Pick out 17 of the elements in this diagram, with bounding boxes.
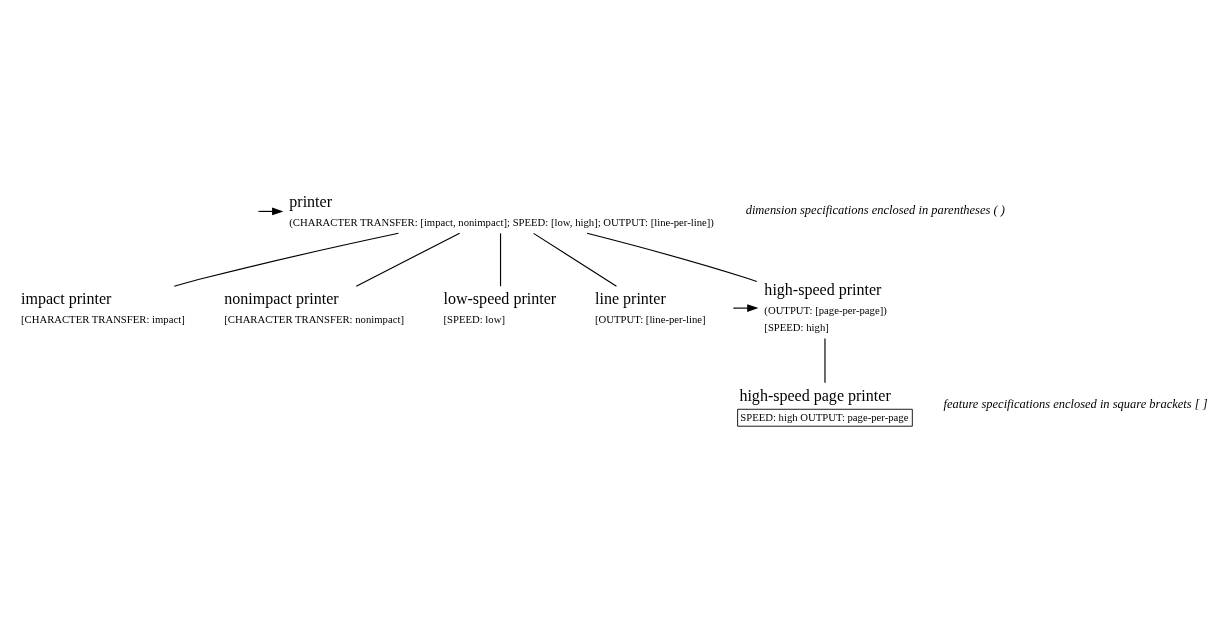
node-text: high-speed printer (OUTPUT: [page-per-page]) [SPEED: high]	[764, 280, 887, 333]
connector	[173, 232, 399, 287]
node-text: printer (CHARACTER TRANSFER: [impact, nonimpact]; SPEED: [low, high]; OUTPUT: [line-per-line])	[289, 192, 714, 228]
node-label: high-speed page printer	[739, 386, 891, 404]
node-text: line printer [OUTPUT: [line-per-line]	[595, 289, 706, 325]
connector	[586, 232, 758, 282]
connector	[499, 232, 502, 287]
arrow	[258, 206, 284, 215]
node-text: low-speed printer [SPEED: low]	[443, 289, 557, 325]
arrow	[733, 303, 759, 312]
node-text: impact printer [CHARACTER TRANSFER: impact]	[21, 289, 185, 325]
node-text: nonimpact printer [CHARACTER TRANSFER: nonimpact]	[224, 289, 404, 325]
connector	[533, 232, 618, 287]
label: dimension specifications enclosed in parentheses ( )	[745, 202, 1005, 217]
connector	[355, 232, 461, 287]
label: feature specifications enclosed in square brackets [ ]	[943, 396, 1208, 411]
node-box: SPEED: high OUTPUT: page-per-page	[737, 408, 913, 427]
